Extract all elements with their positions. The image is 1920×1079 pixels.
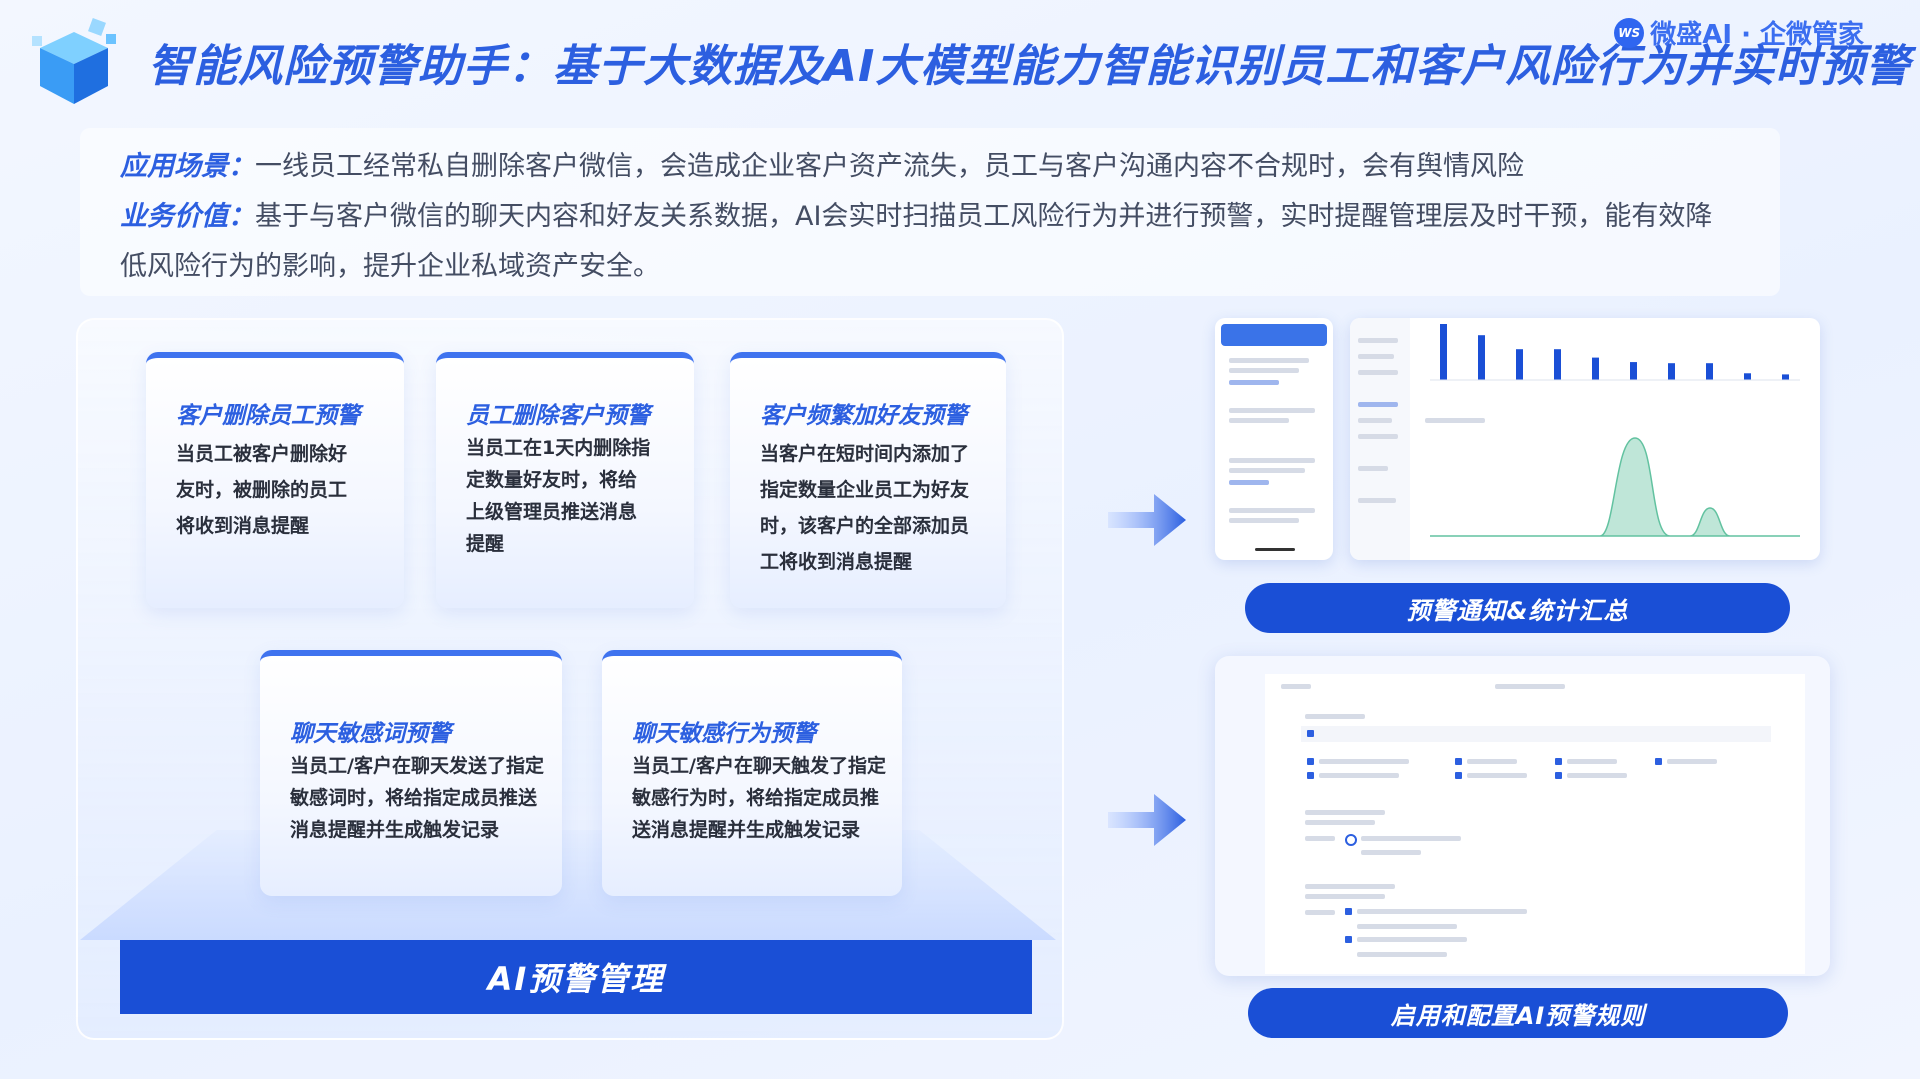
brand-name: 微盛AI · 企微管家 xyxy=(1650,20,1864,50)
page-title: 智能风险预警助手：基于大数据及AI大模型能力智能识别员工和客户风险行为并实时预警 xyxy=(148,41,1911,92)
arrow-right-icon xyxy=(1108,494,1186,546)
arrow-right-icon xyxy=(1108,794,1186,846)
card-customer-delete-employee: 客户删除员工预警 当员工被客户删除好友时，被删除的员工将收到消息提醒 xyxy=(146,352,404,608)
card-employee-delete-customer: 员工删除客户预警 当员工在1天内删除指定数量好友时，将给上级管理员推送消息提醒 xyxy=(436,352,694,608)
phone-notification-screenshot xyxy=(1215,318,1333,560)
card-title: 员工删除客户预警 xyxy=(466,403,650,429)
brand-logo: WS 微盛AI · 企微管家 xyxy=(1614,14,1864,51)
bar xyxy=(1592,357,1599,380)
bar xyxy=(1782,374,1789,380)
card-title: 客户删除员工预警 xyxy=(176,403,360,429)
bar xyxy=(1744,373,1751,380)
bar xyxy=(1630,362,1637,380)
card-title: 聊天敏感行为预警 xyxy=(632,721,816,747)
rule-config-screenshot xyxy=(1215,656,1830,976)
value-text: 基于与客户微信的聊天内容和好友关系数据，AI会实时扫描员工风险行为并进行预警，实… xyxy=(255,201,1713,232)
statistics-dashboard-screenshot xyxy=(1350,318,1820,560)
enable-config-rules-pill: 启用和配置AI预警规则 xyxy=(1248,988,1788,1038)
bar xyxy=(1478,335,1485,380)
bar xyxy=(1440,324,1447,380)
bar xyxy=(1668,363,1675,380)
area-chart xyxy=(1430,437,1800,537)
ai-warning-management-bar: AI预警管理 xyxy=(120,940,1032,1014)
brand-badge-icon: WS xyxy=(1614,17,1645,48)
value-label: 业务价值： xyxy=(120,201,255,232)
card-frequent-add-friend: 客户频繁加好友预警 当客户在短时间内添加了指定数量企业员工为好友时，该客户的全部… xyxy=(730,352,1006,608)
scenario-label: 应用场景： xyxy=(120,151,255,182)
bar xyxy=(1554,349,1561,380)
card-title: 客户频繁加好友预警 xyxy=(760,403,967,429)
platform-base xyxy=(80,830,1056,940)
card-desc: 当员工/客户在聊天发送了指定敏感词时，将给指定成员推送消息提醒并生成触发记录 xyxy=(290,755,544,841)
card-desc: 当员工在1天内删除指定数量好友时，将给上级管理员推送消息提醒 xyxy=(466,437,651,555)
card-desc: 当员工/客户在聊天触发了指定敏感行为时，将给指定成员推送消息提醒并生成触发记录 xyxy=(632,755,886,841)
card-sensitive-behavior: 聊天敏感行为预警 当员工/客户在聊天触发了指定敏感行为时，将给指定成员推送消息提… xyxy=(602,650,902,896)
intro-panel: 应用场景：一线员工经常私自删除客户微信，会造成企业客户资产流失，员工与客户沟通内… xyxy=(80,128,1780,296)
card-sensitive-word: 聊天敏感词预警 当员工/客户在聊天发送了指定敏感词时，将给指定成员推送消息提醒并… xyxy=(260,650,562,896)
bar xyxy=(1706,363,1713,380)
card-desc: 当客户在短时间内添加了指定数量企业员工为好友时，该客户的全部添加员工将收到消息提… xyxy=(760,443,970,573)
warning-statistics-pill: 预警通知&统计汇总 xyxy=(1245,583,1790,633)
config-form xyxy=(1265,674,1805,974)
scenario-line: 应用场景：一线员工经常私自删除客户微信，会造成企业客户资产流失，员工与客户沟通内… xyxy=(120,144,1524,183)
bar xyxy=(1516,349,1523,380)
cube-logo-icon xyxy=(32,18,116,104)
card-title: 聊天敏感词预警 xyxy=(290,721,451,747)
value-line-2: 低风险行为的影响，提升企业私域资产安全。 xyxy=(120,251,660,282)
scenario-text: 一线员工经常私自删除客户微信，会造成企业客户资产流失，员工与客户沟通内容不合规时… xyxy=(255,151,1524,182)
value-line: 业务价值：基于与客户微信的聊天内容和好友关系数据，AI会实时扫描员工风险行为并进… xyxy=(120,194,1712,233)
bar-chart xyxy=(1430,324,1800,381)
card-desc: 当员工被客户删除好友时，被删除的员工将收到消息提醒 xyxy=(176,443,348,537)
